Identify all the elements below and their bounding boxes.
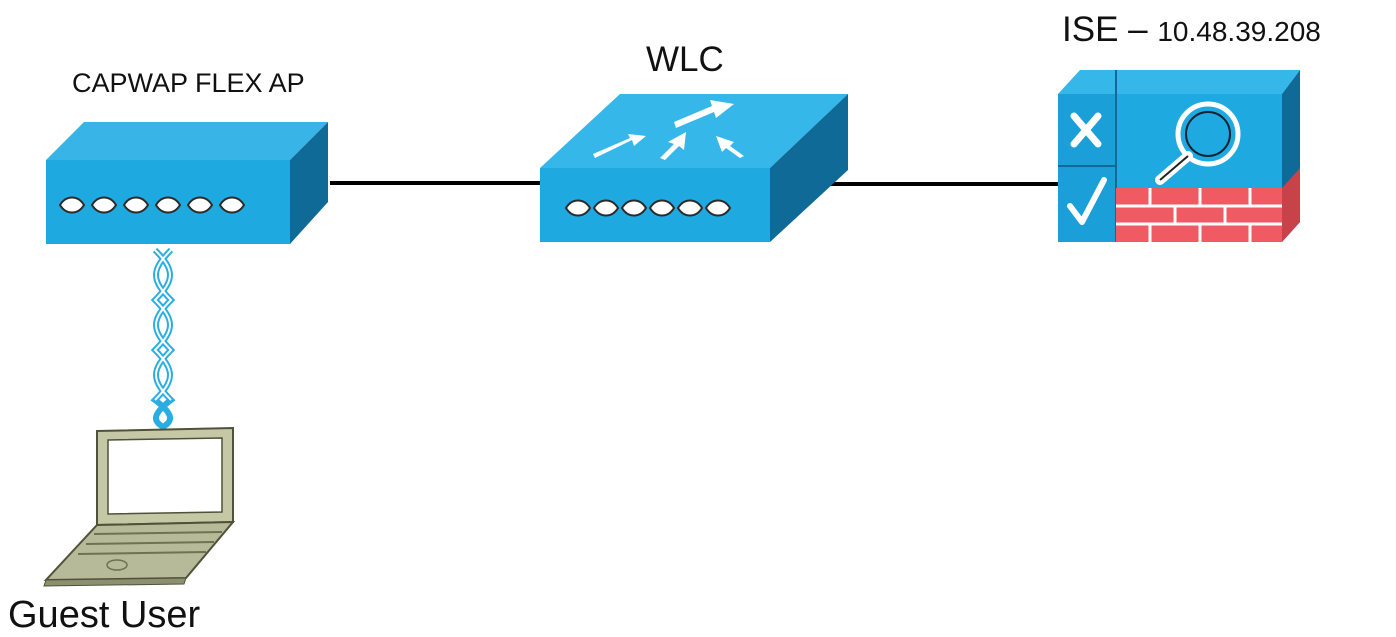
- ise-dash: –: [1118, 10, 1158, 49]
- ise-name: ISE: [1062, 10, 1119, 49]
- checkmark-icon: [1067, 177, 1107, 225]
- guest-user-label: Guest User: [8, 594, 201, 636]
- x-mark-icon: [1070, 112, 1102, 148]
- magnifier-icon: [1155, 101, 1241, 185]
- firewall-icon: [1116, 188, 1282, 242]
- wireless-controller-icon: [540, 94, 848, 242]
- identity-services-engine-icon: [1058, 70, 1300, 242]
- ap-label: CAPWAP FLEX AP: [72, 68, 305, 98]
- access-point-icon: [46, 122, 328, 244]
- ise-label: ISE – 10.48.39.208: [1062, 12, 1321, 47]
- ise-ip-address: 10.48.39.208: [1157, 16, 1321, 47]
- arrows-icon: [593, 100, 744, 160]
- laptop-icon: [43, 426, 236, 587]
- wlc-label: WLC: [646, 40, 724, 79]
- wireless-signal-icon: [150, 247, 176, 431]
